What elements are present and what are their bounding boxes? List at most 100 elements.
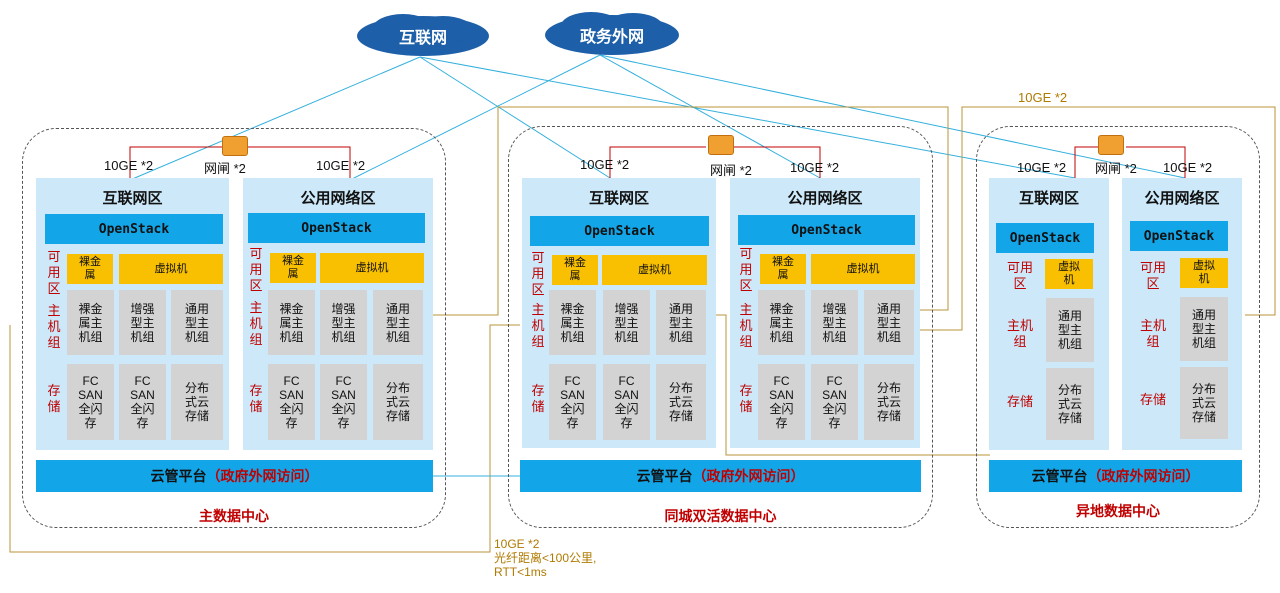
vm-tag: 虚拟机 (602, 255, 707, 285)
tengige-label: 10GE *2 (1017, 160, 1067, 175)
vm-tag: 虚拟机 (119, 254, 223, 284)
gateway-icon (222, 136, 248, 156)
distributed-storage: 分布 式云 存储 (656, 364, 706, 440)
fc-san-storage: FC SAN 全闪 存 (320, 364, 367, 440)
tengige-label: 10GE *2 (790, 160, 840, 175)
baremetal-host-group: 裸金 属主 机组 (549, 290, 596, 355)
tengige-label: 10GE *2 (104, 158, 154, 173)
storage-label: 存 储 (739, 383, 753, 414)
fc-san-storage: FC SAN 全闪 存 (603, 364, 650, 440)
storage-label: 存储 (1139, 392, 1166, 407)
vm-tag: 虚拟 机 (1180, 258, 1228, 288)
remote-datacenter (976, 126, 1260, 528)
cloud-mgmt-platform: 云管平台（政府外网访问） (989, 460, 1242, 492)
platform-label: 云管平台 (150, 468, 207, 484)
enhanced-host-group: 增强 型主 机组 (119, 290, 166, 355)
az-label: 可 用 区 (249, 246, 263, 293)
storage-label: 存储 (1006, 394, 1033, 409)
platform-label: 云管平台 (636, 468, 693, 484)
internet-cloud: 互联网 (355, 12, 491, 58)
openstack-bar: OpenStack (530, 216, 709, 246)
cloud-icon (357, 14, 489, 56)
storage-label: 存 储 (531, 383, 545, 414)
distributed-storage: 分布 式云 存储 (864, 364, 914, 440)
az-label: 可 用 区 (531, 250, 545, 297)
platform-access-note: （政府外网访问） (206, 468, 319, 484)
vm-tag: 虚拟机 (811, 254, 915, 284)
dc-title: 异地数据中心 (1076, 503, 1160, 519)
fc-san-storage: FC SAN 全闪 存 (67, 364, 114, 440)
host-group-label: 主 机 组 (47, 303, 61, 350)
host-group-label: 主机 组 (1006, 318, 1033, 349)
gateway-label: 网闸 *2 (1095, 161, 1137, 176)
internet-cloud-label: 互联网 (398, 30, 447, 47)
fc-san-storage: FC SAN 全闪 存 (549, 364, 596, 440)
host-group-label: 主 机 组 (249, 300, 263, 347)
cloud-icon (545, 12, 679, 55)
dc-title: 同城双活数据中心 (664, 508, 777, 524)
main-datacenter (22, 128, 446, 528)
gateway-icon (1098, 135, 1124, 155)
platform-label: 云管平台 (1031, 468, 1088, 484)
baremetal-tag: 裸金 属 (67, 254, 113, 284)
general-host-group: 通用 型主 机组 (171, 290, 223, 355)
host-group-label: 主 机 组 (739, 302, 753, 349)
az-label: 可用 区 (1139, 260, 1166, 291)
fc-san-storage: FC SAN 全闪 存 (811, 364, 858, 440)
baremetal-host-group: 裸金 属主 机组 (758, 290, 805, 355)
distributed-storage: 分布 式云 存储 (171, 364, 223, 440)
zone-title: 公用网络区 (787, 190, 863, 207)
dc-title: 主数据中心 (199, 508, 269, 524)
openstack-bar: OpenStack (248, 213, 425, 243)
cloud-mgmt-platform: 云管平台（政府外网访问） (520, 460, 921, 492)
host-group-label: 主机 组 (1139, 318, 1166, 349)
general-host-group: 通用 型主 机组 (656, 290, 706, 355)
platform-access-note: （政府外网访问） (1087, 468, 1200, 484)
link-label-top: 10GE *2 (1018, 90, 1068, 105)
openstack-bar: OpenStack (45, 214, 223, 244)
enhanced-host-group: 增强 型主 机组 (811, 290, 858, 355)
enhanced-host-group: 增强 型主 机组 (603, 290, 650, 355)
zone-title: 公用网络区 (1144, 190, 1220, 207)
vm-tag: 虚拟机 (320, 253, 424, 283)
distributed-storage: 分布 式云 存储 (1180, 367, 1228, 439)
zone-title: 互联网区 (588, 190, 649, 207)
openstack-bar: OpenStack (996, 223, 1094, 253)
enhanced-host-group: 增强 型主 机组 (320, 290, 367, 355)
zone-title: 互联网区 (1018, 190, 1079, 207)
fc-san-storage: FC SAN 全闪 存 (758, 364, 805, 440)
link-label-bottom: 10GE *2 光纤距离<100公里, RTT<1ms (494, 537, 597, 579)
zone-title: 互联网区 (102, 190, 163, 207)
general-host-group: 通用 型主 机组 (1046, 298, 1094, 362)
baremetal-host-group: 裸金 属主 机组 (67, 290, 114, 355)
gateway-label: 网闸 *2 (204, 161, 246, 176)
gov-net-cloud-label: 政务外网 (579, 29, 644, 46)
general-host-group: 通用 型主 机组 (373, 290, 423, 355)
openstack-bar: OpenStack (738, 215, 915, 245)
openstack-bar: OpenStack (1130, 221, 1228, 251)
fc-san-storage: FC SAN 全闪 存 (119, 364, 166, 440)
vm-tag: 虚拟 机 (1045, 259, 1093, 289)
baremetal-tag: 裸金 属 (270, 253, 316, 283)
general-host-group: 通用 型主 机组 (1180, 297, 1228, 361)
gateway-icon (708, 135, 734, 155)
baremetal-host-group: 裸金 属主 机组 (268, 290, 315, 355)
host-group-label: 主 机 组 (531, 302, 545, 349)
gateway-label: 网闸 *2 (710, 163, 752, 178)
gov-net-cloud: 政务外网 (543, 10, 681, 56)
storage-label: 存 储 (249, 383, 263, 414)
cloud-mgmt-platform: 云管平台（政府外网访问） (36, 460, 433, 492)
az-label: 可 用 区 (47, 249, 61, 296)
platform-access-note: （政府外网访问） (692, 468, 805, 484)
tengige-label: 10GE *2 (316, 158, 366, 173)
storage-label: 存 储 (47, 383, 61, 414)
baremetal-tag: 裸金 属 (552, 255, 598, 285)
fc-san-storage: FC SAN 全闪 存 (268, 364, 315, 440)
az-label: 可用 区 (1006, 260, 1033, 291)
tengige-label: 10GE *2 (1163, 160, 1213, 175)
general-host-group: 通用 型主 机组 (864, 290, 914, 355)
zone-title: 公用网络区 (300, 190, 376, 207)
tengige-label: 10GE *2 (580, 157, 630, 172)
az-label: 可 用 区 (739, 246, 753, 293)
baremetal-tag: 裸金 属 (760, 254, 806, 284)
